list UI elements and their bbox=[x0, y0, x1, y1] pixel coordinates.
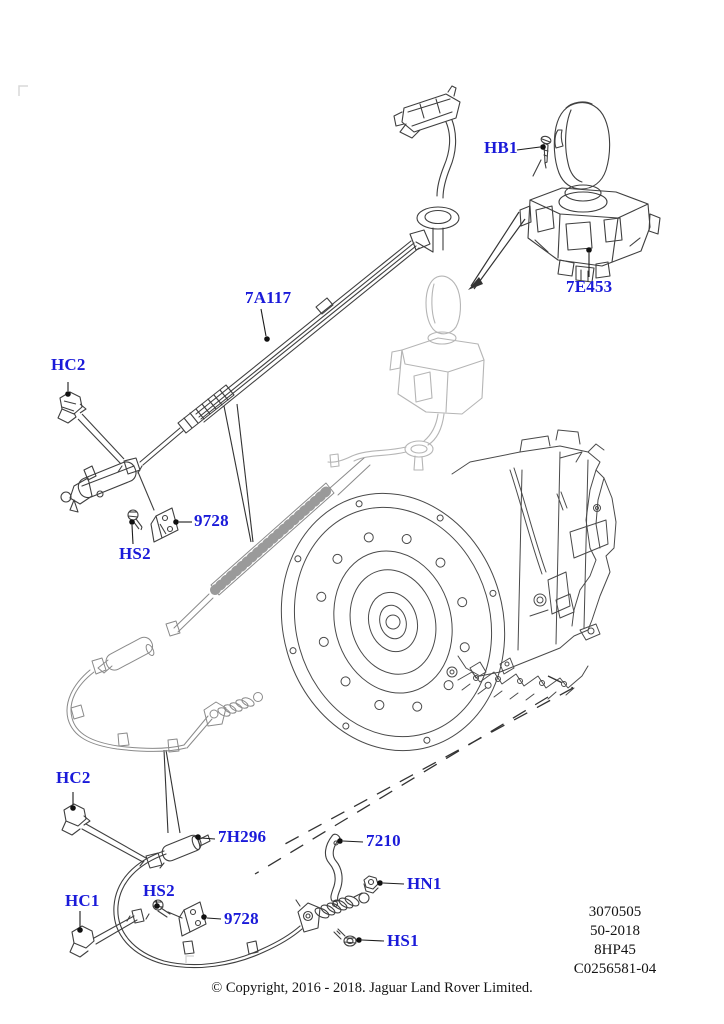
callout-7h296[interactable]: 7H296 bbox=[218, 827, 267, 846]
pointer-wedge-lower bbox=[163, 749, 181, 834]
callout-7210[interactable]: 7210 bbox=[366, 831, 401, 850]
hn1-nut-icon bbox=[363, 875, 379, 894]
model-year-code: 50-2018 bbox=[590, 923, 640, 939]
figure-reference-block: 3070505 50-2018 8HP45 C0256581-04 bbox=[535, 903, 695, 979]
callout-hs1[interactable]: HS1 bbox=[387, 931, 419, 950]
leader-lines bbox=[65, 144, 592, 943]
callout-hb1[interactable]: HB1 bbox=[484, 138, 518, 157]
figure-number: 3070505 bbox=[588, 904, 642, 920]
spring-damper-icon bbox=[295, 892, 370, 933]
hc1-clip-icon bbox=[69, 915, 138, 958]
callout-9728-upper[interactable]: 9728 bbox=[194, 511, 229, 530]
ghost-selector-drawing bbox=[327, 275, 485, 471]
crop-marks bbox=[18, 85, 194, 963]
bracket-9728-lower-icon bbox=[167, 901, 207, 937]
pointer-wedge-upper bbox=[223, 403, 254, 543]
hc2-upper-clip-icon bbox=[57, 391, 125, 465]
upper-shift-cable-drawing bbox=[60, 229, 431, 513]
callout-7e453[interactable]: 7E453 bbox=[566, 277, 613, 296]
callout-hc2-upper[interactable]: HC2 bbox=[51, 355, 86, 374]
callout-hs2-upper[interactable]: HS2 bbox=[119, 544, 151, 563]
bracket-9728-upper-icon bbox=[150, 507, 179, 543]
callout-hc1[interactable]: HC1 bbox=[65, 891, 100, 910]
dashed-pointer-lines bbox=[254, 675, 574, 875]
copyright-notice: © Copyright, 2016 - 2018. Jaguar Land Ro… bbox=[211, 980, 533, 996]
lever-7210-icon bbox=[324, 833, 343, 908]
callout-hs2-lower[interactable]: HS2 bbox=[143, 881, 175, 900]
installed-cable-drawing bbox=[66, 457, 371, 753]
hb1-screw-icon bbox=[532, 135, 552, 177]
hs1-bolt-icon bbox=[333, 928, 357, 947]
transmission-code: 8HP45 bbox=[594, 942, 636, 958]
drawing-number: C0256581-04 bbox=[573, 961, 657, 977]
cable-end-connector-drawing bbox=[393, 85, 461, 253]
callout-7a117[interactable]: 7A117 bbox=[245, 288, 292, 307]
callout-hn1[interactable]: HN1 bbox=[407, 874, 442, 893]
pointer-wedge-selector bbox=[468, 211, 526, 290]
shift-module-drawing bbox=[519, 101, 661, 283]
callout-9728-lower[interactable]: 9728 bbox=[224, 909, 259, 928]
hc2-lower-clip-icon bbox=[61, 803, 147, 863]
callout-hc2-lower[interactable]: HC2 bbox=[56, 768, 91, 787]
transmission-drawing bbox=[280, 429, 617, 752]
hs2-lower-bolt-icon bbox=[152, 899, 171, 918]
lower-shift-cable-drawing bbox=[61, 803, 379, 969]
